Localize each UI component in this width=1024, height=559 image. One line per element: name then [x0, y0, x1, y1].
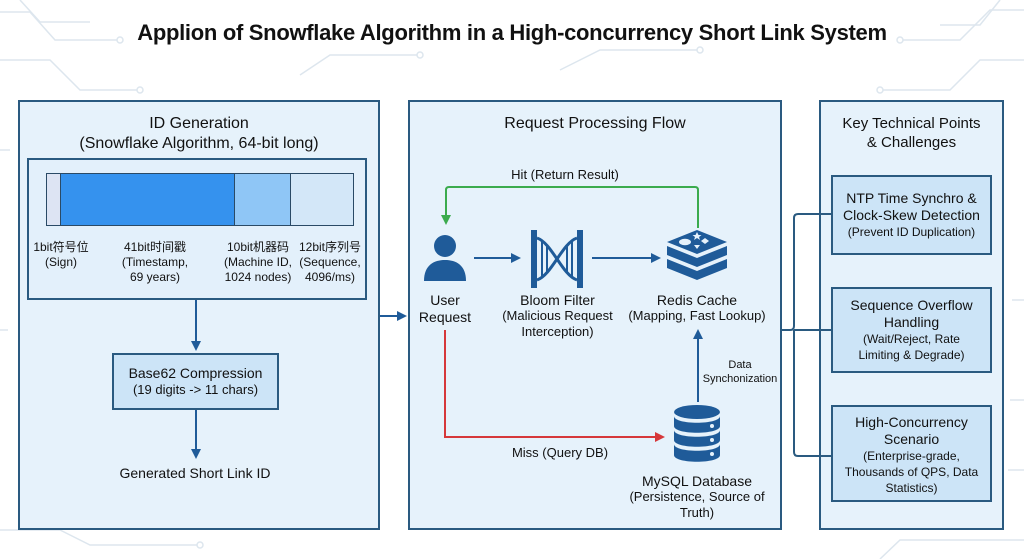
generated-short-link-label: Generated Short Link ID [119, 465, 271, 481]
user-request-label: User Request [410, 292, 480, 326]
snowflake-bit-bar [46, 173, 354, 226]
bloom-line2: (Malicious Request [502, 308, 613, 323]
bit-field-timestamp: 41bit时间戳 (Timestamp, 69 years) [110, 240, 200, 285]
id-generation-title: ID Generation [149, 115, 249, 132]
bit-field-desc: (Sequence, [299, 255, 361, 269]
key-point-ntp-sync: NTP Time Synchro & Clock-Skew Detection … [831, 175, 992, 255]
id-generation-subtitle: (Snowflake Algorithm, 64-bit long) [79, 135, 319, 152]
key-point-line: Sequence Overflow [850, 297, 973, 313]
data-sync-label: Data Synchonization [700, 358, 780, 386]
bloom-filter-label: Bloom Filter (Malicious Request Intercep… [495, 292, 620, 340]
redis-line1: Redis Cache [656, 292, 738, 308]
user-icon [424, 235, 466, 281]
bit-field-desc: (Sign) [44, 255, 77, 269]
bit-field-name: 10bit机器码 [226, 240, 290, 254]
key-point-line: Limiting & Degrade) [858, 348, 965, 362]
key-points-title: Key Technical Points [842, 115, 981, 132]
redis-line2: (Mapping, Fast Lookup) [628, 308, 766, 323]
key-point-line: Thousands of QPS, Data [844, 465, 979, 479]
key-point-line: Scenario [883, 431, 940, 447]
base62-compression-box: Base62 Compression (19 digits -> 11 char… [112, 353, 279, 410]
bit-field-sign: 1bit符号位 (Sign) [28, 240, 94, 270]
request-flow-panel: Request Processing Flow [408, 100, 782, 530]
miss-label: Miss (Query DB) [511, 445, 609, 460]
bit-segment-machine-id [235, 174, 291, 225]
bit-field-name: 1bit符号位 [33, 240, 89, 254]
key-point-line: Clock-Skew Detection [843, 207, 980, 223]
bit-field-desc: (Timestamp, [121, 255, 189, 269]
key-point-high-concurrency: High-Concurrency Scenario (Enterprise-gr… [831, 405, 992, 502]
mysql-line3: Truth) [679, 505, 715, 520]
key-point-line: (Enterprise-grade, [863, 449, 960, 463]
bloom-line1: Bloom Filter [520, 292, 595, 308]
key-point-line: Statistics) [885, 481, 938, 495]
bit-segment-sequence [291, 174, 353, 225]
data-sync-line1: Data [728, 359, 752, 371]
mysql-line1: MySQL Database [642, 473, 752, 489]
redis-icon [667, 230, 727, 280]
key-point-sequence-overflow: Sequence Overflow Handling (Wait/Reject,… [831, 287, 992, 373]
key-point-line: Handling [883, 314, 940, 330]
data-sync-line2: Synchonization [702, 373, 778, 385]
hit-label: Hit (Return Result) [511, 167, 619, 182]
bit-field-desc: 4096/ms) [304, 270, 356, 284]
mysql-database-label: MySQL Database (Persistence, Source of T… [622, 473, 772, 521]
bloom-line3: Interception) [521, 324, 594, 339]
base62-subtitle: (19 digits -> 11 chars) [132, 382, 259, 397]
page-title: Applion of Snowflake Algorithm in a High… [137, 20, 887, 45]
bit-segment-sign [47, 174, 61, 225]
bit-field-sequence: 12bit序列号 (Sequence, 4096/ms) [296, 240, 364, 285]
database-icon [674, 405, 720, 462]
base62-title: Base62 Compression [128, 365, 263, 381]
bit-field-name: 12bit序列号 [298, 240, 362, 254]
bloom-filter-icon [531, 230, 583, 288]
redis-cache-label: Redis Cache (Mapping, Fast Lookup) [622, 292, 772, 324]
bit-segment-timestamp [61, 174, 235, 225]
key-point-line: High-Concurrency [855, 414, 968, 430]
key-points-subtitle: & Challenges [866, 134, 957, 151]
user-line2: Request [418, 309, 472, 325]
key-point-line: (Wait/Reject, Rate [863, 332, 960, 346]
bit-field-desc: (Machine ID, [223, 255, 293, 269]
mysql-line2: (Persistence, Source of [629, 489, 765, 504]
bit-field-desc: 1024 nodes) [224, 270, 292, 284]
bit-field-desc: 69 years) [129, 270, 181, 284]
key-point-line: (Prevent ID Duplication) [847, 225, 976, 239]
request-flow-title: Request Processing Flow [504, 115, 686, 132]
bit-field-name: 41bit时间戳 [123, 240, 187, 254]
user-line1: User [430, 292, 460, 308]
key-point-line: NTP Time Synchro & [846, 190, 977, 206]
bit-field-machine-id: 10bit机器码 (Machine ID, 1024 nodes) [220, 240, 296, 285]
